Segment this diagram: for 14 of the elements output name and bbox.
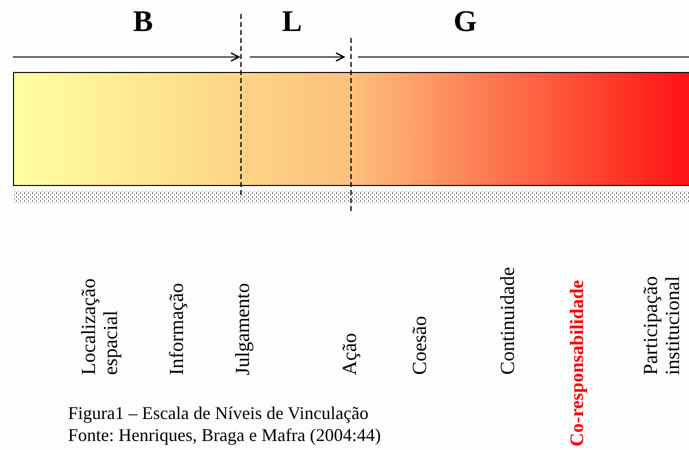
figure-caption: Figura1 – Escala de Níveis de Vinculação [68,403,368,424]
level-label: Julgamento [232,283,254,376]
level-label: Co-responsabilidade [567,280,589,446]
level-label: Localização espacial [78,277,122,375]
level-label: Coesão [409,316,431,375]
source-note: Fonte: Henriques, Braga e Mafra (2004:44) [68,425,381,446]
level-label: Ação [339,333,361,376]
level-label: Informação [166,283,188,376]
gradient-scale-bar [13,72,689,186]
level-label: Continuidade [497,267,519,375]
level-label: Participação institucional [640,275,684,375]
range-letter: L [282,6,302,38]
range-letter: G [454,6,477,38]
range-letter: B [133,6,154,38]
